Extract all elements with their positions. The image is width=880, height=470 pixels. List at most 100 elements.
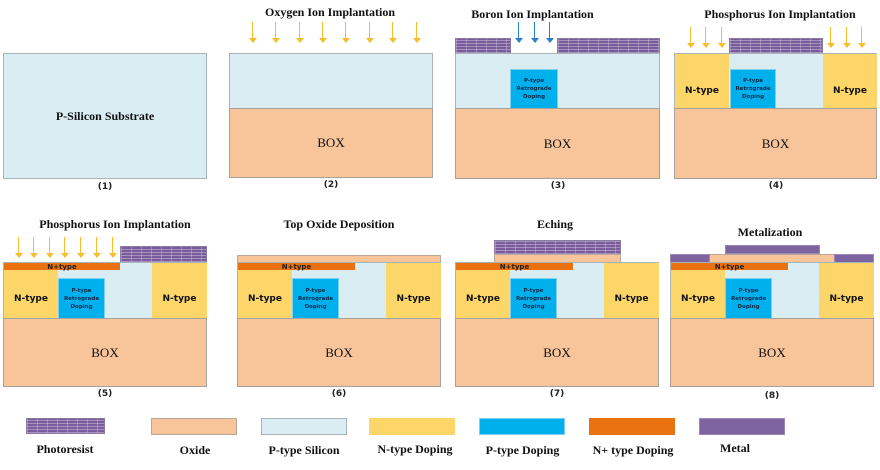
- legend-label: Photoresist: [36, 442, 94, 456]
- arrow-down-icon: [530, 22, 539, 44]
- arrow-down-icon: [14, 237, 23, 259]
- buried-oxide-layer: BOX: [455, 108, 660, 179]
- p-type-retrograde-doping: P-type Retrograde Doping: [510, 278, 557, 319]
- legend-swatch: [261, 418, 347, 435]
- p-silicon-layer: [229, 53, 433, 109]
- legend-label: P-type Doping: [485, 443, 560, 457]
- step-title: Metalization: [737, 225, 803, 239]
- legend-swatch: [479, 418, 565, 435]
- n-type-region-right: N-type: [823, 54, 877, 109]
- substrate-label: P-Silicon Substrate: [55, 108, 155, 123]
- n-type-label: N-type: [614, 294, 649, 304]
- buried-oxide-layer: BOX: [670, 318, 874, 387]
- n-type-label: N-type: [829, 294, 864, 304]
- pdop-label: P-type Retrograde Doping: [516, 78, 552, 100]
- pdop-label: P-type Retrograde Doping: [515, 287, 552, 310]
- arrow-down-icon: [318, 22, 327, 44]
- nplus-label: N+type: [47, 263, 77, 271]
- step-number: (7): [549, 389, 565, 399]
- n-type-region-right: N-type: [819, 263, 874, 319]
- p-type-retrograde-doping: P-type Retrograde Doping: [510, 69, 558, 109]
- p-type-retrograde-doping: P-type Retrograde Doping: [292, 278, 339, 319]
- legend-swatch: [699, 418, 785, 435]
- n-plus-type-region: N+type: [4, 263, 120, 271]
- arrow-down-icon: [341, 22, 350, 44]
- step-number: (3): [550, 181, 566, 191]
- buried-oxide-layer: BOX: [229, 108, 433, 178]
- p-type-retrograde-doping: P-type Retrograde Doping: [725, 278, 772, 319]
- n-plus-type-region: N+type: [671, 263, 788, 271]
- arrow-down-icon: [388, 22, 397, 44]
- step-number: (8): [764, 391, 780, 401]
- nplus-label: N+type: [499, 263, 530, 271]
- arrow-down-icon: [857, 27, 866, 49]
- arrow-down-icon: [29, 237, 38, 259]
- arrow-down-icon: [545, 22, 554, 44]
- photoresist-left: [455, 38, 511, 54]
- n-type-label: N-type: [833, 85, 867, 96]
- step-number: (6): [331, 389, 347, 399]
- box-label: BOX: [325, 344, 353, 360]
- p-type-retrograde-doping: P-type Retrograde Doping: [58, 278, 105, 319]
- pdop-label: P-type Retrograde Doping: [297, 287, 334, 310]
- legend-label: Oxide: [179, 443, 211, 457]
- pdop-label: P-type Retrograde Doping: [730, 287, 767, 310]
- n-type-label: N-type: [681, 294, 715, 304]
- arrow-down-icon: [45, 237, 54, 259]
- legend-swatch: [369, 418, 455, 435]
- arrow-down-icon: [92, 237, 101, 259]
- photoresist: [729, 38, 823, 54]
- p-silicon-substrate: P-Silicon Substrate: [3, 53, 207, 179]
- step-number: (4): [768, 181, 784, 191]
- arrow-down-icon: [701, 27, 710, 49]
- photoresist-right: [557, 38, 660, 54]
- box-label: BOX: [758, 344, 786, 360]
- nplus-label: N+type: [714, 263, 745, 271]
- n-type-label: N-type: [466, 294, 500, 304]
- box-label: BOX: [543, 135, 572, 151]
- photoresist: [120, 246, 207, 263]
- arrow-down-icon: [826, 27, 835, 49]
- n-type-region-left: N-type: [456, 263, 510, 319]
- legend-swatch: [151, 418, 237, 435]
- arrow-down-icon: [842, 27, 851, 49]
- buried-oxide-layer: BOX: [455, 318, 659, 387]
- n-type-region-right: N-type: [604, 263, 659, 319]
- n-type-region-left: N-type: [675, 54, 729, 109]
- step-number: (2): [323, 180, 339, 190]
- legend-label: N-type Doping: [377, 442, 453, 456]
- n-type-region-right: N-type: [386, 263, 441, 319]
- buried-oxide-layer: BOX: [3, 318, 207, 387]
- arrow-down-icon: [108, 237, 117, 259]
- arrow-down-icon: [365, 22, 374, 44]
- legend-label: Metal: [720, 441, 750, 455]
- pdop-label: P-type Retrograde Doping: [735, 78, 771, 100]
- arrow-down-icon: [514, 22, 523, 44]
- box-label: BOX: [91, 344, 119, 360]
- arrow-down-icon: [271, 22, 280, 44]
- legend-swatch: [589, 418, 675, 435]
- step-title: Phosphorus Ion Implantation: [39, 217, 191, 231]
- arrow-down-icon: [295, 22, 304, 44]
- arrow-down-icon: [686, 27, 695, 49]
- box-label: BOX: [761, 135, 790, 151]
- n-type-region-left: N-type: [671, 263, 725, 319]
- legend-label: N+ type Doping: [592, 443, 674, 457]
- metal-gate: [725, 245, 820, 254]
- legend-label: P-type Silicon: [268, 443, 340, 457]
- arrow-down-icon: [412, 22, 421, 44]
- step-title: Phosphorus Ion Implantation: [704, 7, 856, 21]
- p-type-retrograde-doping: P-type Retrograde Doping: [730, 69, 776, 109]
- pdop-label: P-type Retrograde Doping: [63, 287, 100, 310]
- n-type-region-left: N-type: [238, 263, 292, 319]
- n-type-label: N-type: [685, 85, 719, 96]
- n-type-region-right: N-type: [152, 263, 207, 319]
- photoresist: [494, 240, 621, 255]
- step-number: (5): [97, 389, 113, 399]
- arrow-down-icon: [717, 27, 726, 49]
- step-title: Top Oxide Deposition: [283, 217, 395, 231]
- box-label: BOX: [543, 344, 571, 360]
- n-type-label: N-type: [162, 294, 197, 304]
- n-plus-type-region: N+type: [456, 263, 573, 271]
- n-type-label: N-type: [396, 294, 431, 304]
